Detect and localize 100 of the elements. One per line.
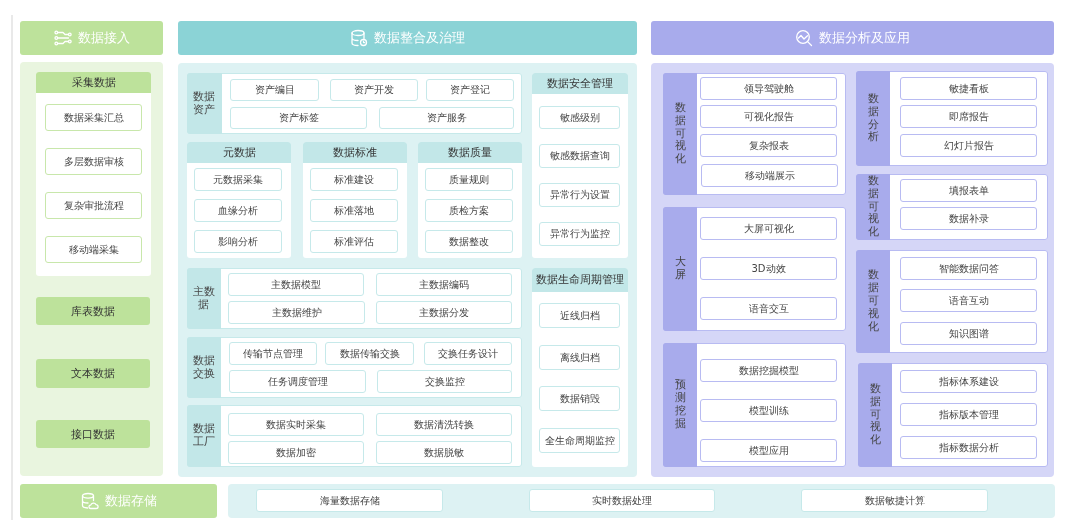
feature-card: 数据敏捷计算 (801, 489, 988, 512)
section-panel (20, 62, 163, 476)
feature-card: 主数据编码 (376, 273, 512, 296)
module-title: 数据可视化 (867, 174, 879, 240)
feature-card: 资产服务 (379, 107, 514, 129)
module-title: 数据分析 (867, 92, 879, 145)
feature-card: 血缘分析 (194, 199, 282, 222)
feature-card: 数据销毁 (539, 386, 620, 411)
feature-card: 全生命周期监控 (539, 428, 620, 453)
feature-card: 数据脱敏 (376, 441, 512, 464)
module-panel (856, 174, 1048, 240)
feature-card: 近线归档 (539, 303, 620, 328)
category-block: 文本数据 (36, 359, 150, 388)
module-panel (663, 343, 846, 467)
module-title: 主数据 (192, 285, 216, 312)
section-panel (651, 63, 1054, 477)
module-panel (187, 142, 291, 258)
feature-card: 数据清洗转换 (376, 413, 512, 436)
feature-card: 资产登记 (426, 79, 514, 101)
feature-card: 异常行为监控 (539, 222, 620, 246)
feature-card: 敏感数据查询 (539, 144, 620, 168)
feature-card: 资产标签 (230, 107, 367, 129)
feature-card: 可视化报告 (700, 105, 837, 128)
section-title: 数据接入 (77, 29, 130, 47)
feature-card: 实时数据处理 (529, 489, 715, 512)
module-panel (856, 250, 1048, 353)
feature-card: 交换监控 (377, 370, 512, 393)
feature-card: 即席报告 (900, 105, 1037, 128)
module-title: 预测挖掘 (674, 379, 686, 431)
feature-card: 数据采集汇总 (45, 104, 142, 131)
section-header-bar (20, 21, 163, 55)
module-title: 数据质量 (448, 145, 492, 160)
module-title: 元数据 (222, 145, 256, 160)
feature-card: 指标数据分析 (900, 436, 1037, 459)
feature-card: 语音互动 (900, 289, 1037, 312)
section-title: 数据分析及应用 (819, 29, 910, 47)
feature-card: 主数据维护 (228, 301, 365, 324)
module-panel (303, 142, 407, 258)
section-header-bar (178, 21, 637, 55)
module-panel (187, 337, 522, 398)
category-block: 库表数据 (36, 297, 150, 325)
feature-card: 离线归档 (539, 345, 620, 370)
feature-card: 指标版本管理 (900, 403, 1037, 426)
feature-card: 移动端采集 (45, 236, 142, 263)
module-panel (418, 142, 522, 258)
feature-card: 影响分析 (194, 230, 282, 253)
module-title: 数据标准 (333, 145, 377, 160)
feature-card: 多层数据审核 (45, 148, 142, 175)
feature-card: 复杂报表 (700, 134, 837, 157)
feature-card: 交换任务设计 (424, 342, 512, 365)
feature-card: 主数据模型 (228, 273, 364, 296)
module-panel (532, 268, 628, 467)
feature-card: 数据补录 (900, 207, 1037, 230)
feature-card: 复杂审批流程 (45, 192, 142, 219)
feature-card: 模型训练 (700, 399, 837, 422)
feature-card: 3D动效 (700, 257, 837, 280)
feature-card: 资产编目 (230, 79, 319, 101)
feature-card: 知识图谱 (900, 322, 1037, 345)
feature-card: 标准落地 (310, 199, 398, 222)
feature-card: 主数据分发 (376, 301, 512, 324)
feature-card: 传输节点管理 (229, 342, 317, 365)
module-panel (858, 363, 1048, 467)
feature-card: 领导驾驶舱 (700, 77, 837, 100)
feature-card: 质量规则 (425, 168, 513, 191)
module-panel (856, 71, 1048, 166)
feature-card: 语音交互 (700, 297, 837, 320)
feature-card: 标准建设 (310, 168, 398, 191)
feature-card: 数据实时采集 (228, 413, 364, 436)
feature-card: 智能数据问答 (900, 257, 1037, 280)
module-title: 数据资产 (192, 90, 217, 117)
section-panel (228, 484, 1055, 518)
section-header-bar (651, 21, 1054, 55)
module-panel (187, 405, 522, 467)
feature-card: 标准评估 (310, 230, 398, 253)
feature-card: 敏捷看板 (900, 77, 1037, 100)
module-title: 数据生命周期管理 (536, 273, 624, 287)
feature-card: 填报表单 (900, 179, 1037, 202)
feature-card: 质检方案 (425, 199, 513, 222)
feature-card: 数据整改 (425, 230, 513, 253)
module-panel (187, 73, 522, 134)
module-title: 数据可视化 (869, 382, 881, 448)
feature-card: 敏感级别 (539, 106, 620, 129)
module-title: 数据安全管理 (547, 76, 613, 91)
section-title: 数据整合及治理 (374, 29, 465, 47)
feature-card: 指标体系建设 (900, 370, 1037, 393)
feature-card: 模型应用 (700, 439, 837, 462)
feature-card: 元数据采集 (194, 168, 282, 191)
category-block: 接口数据 (36, 420, 150, 448)
module-panel (532, 73, 628, 258)
feature-card: 资产开发 (330, 79, 418, 101)
feature-card: 数据挖掘模型 (700, 359, 837, 382)
section-header-bar (20, 484, 217, 518)
module-panel (663, 207, 846, 331)
feature-card: 移动端展示 (701, 164, 838, 187)
feature-card: 异常行为设置 (539, 183, 620, 207)
module-panel (663, 73, 846, 195)
module-title: 数据交换 (192, 354, 216, 381)
feature-card: 数据传输交换 (325, 342, 414, 365)
section-panel (178, 63, 637, 477)
feature-card: 海量数据存储 (256, 489, 443, 512)
